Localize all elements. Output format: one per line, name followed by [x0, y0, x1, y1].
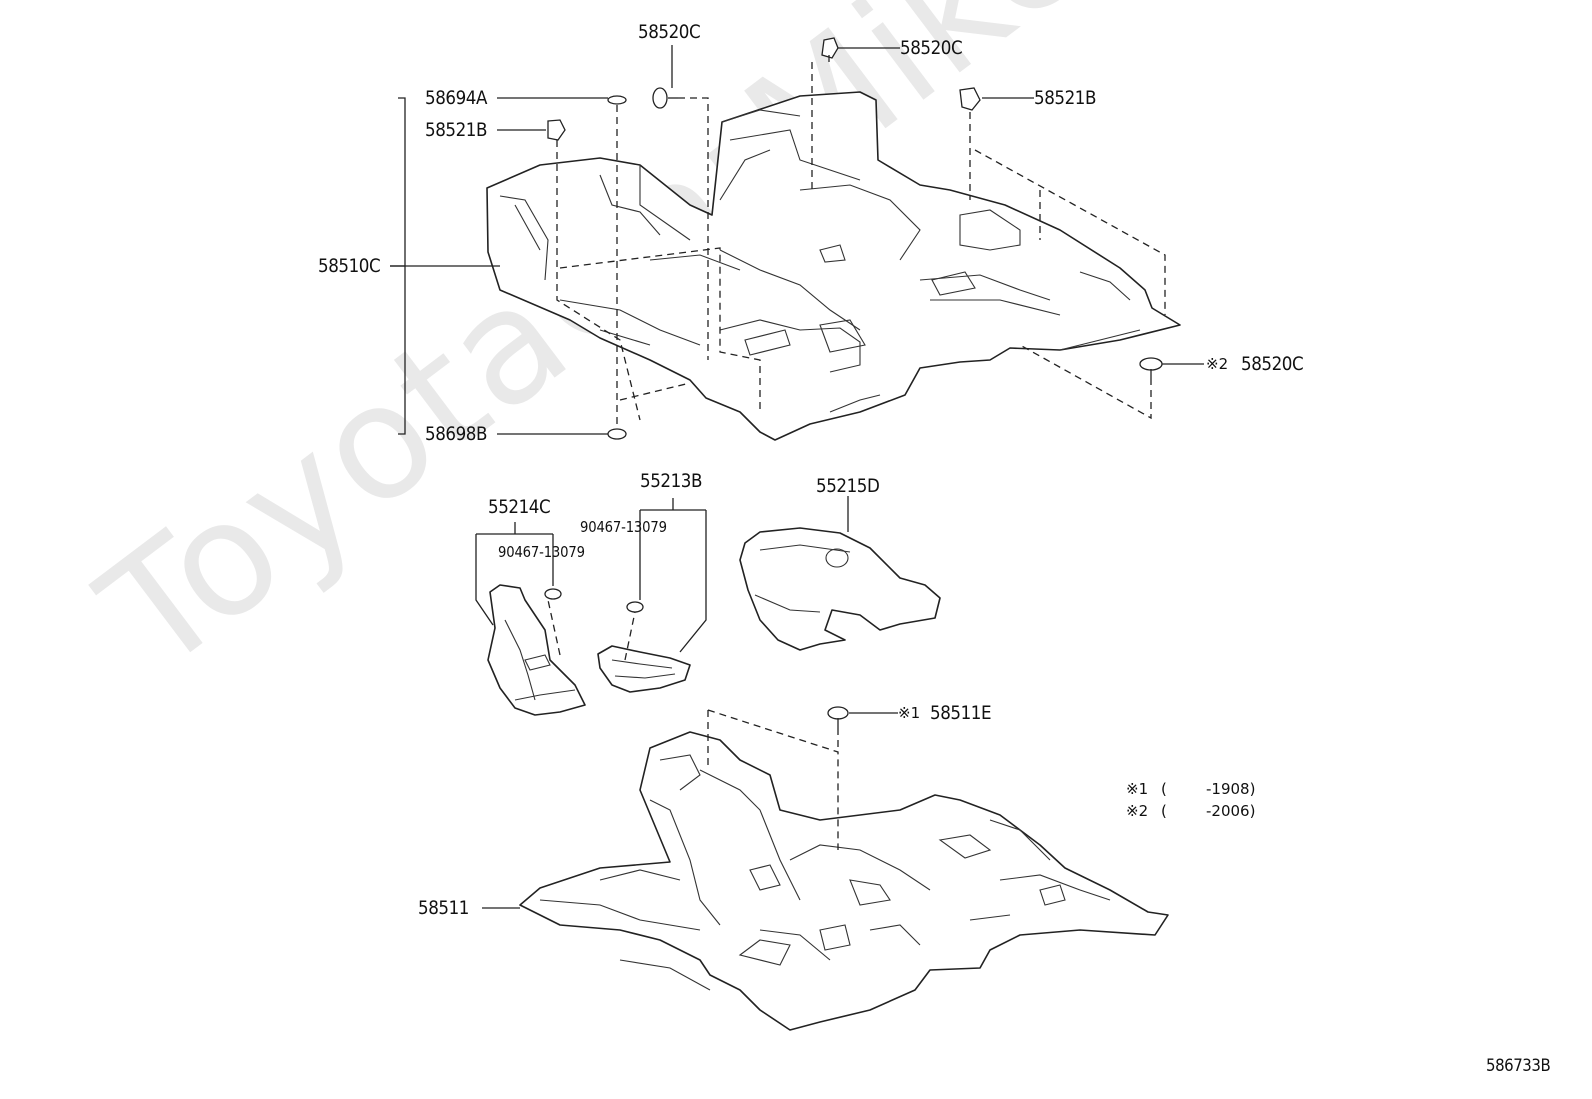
label-58511e: 58511E	[930, 702, 992, 724]
silencer-55213b[interactable]	[597, 645, 691, 693]
note-1-open: (	[1161, 780, 1167, 798]
fastener-58511e[interactable]	[827, 706, 849, 728]
note-2-mark: ※2	[1126, 802, 1149, 820]
label-90467-right: 90467-13079	[580, 518, 667, 536]
fastener-58520c-right[interactable]	[1139, 357, 1163, 378]
label-55213b: 55213B	[640, 470, 703, 492]
silencer-55214c[interactable]	[487, 584, 586, 716]
label-90467-left: 90467-13079	[498, 543, 585, 561]
fastener-58698b[interactable]	[607, 428, 627, 440]
mark-1-58511e: ※1	[898, 704, 921, 722]
label-58510c: 58510C	[318, 255, 381, 277]
label-58520c-mid: 58520C	[638, 21, 701, 43]
label-58520c-top: 58520C	[900, 37, 963, 59]
clip-90467-left[interactable]	[544, 588, 562, 600]
note-2-range: -2006)	[1206, 802, 1256, 820]
carpet-upper[interactable]	[486, 91, 1181, 441]
label-58511: 58511	[418, 897, 469, 919]
silencer-55215d[interactable]	[739, 527, 941, 651]
diagram-id: 586733B	[1486, 1056, 1551, 1076]
label-58520c-right: 58520C	[1241, 353, 1304, 375]
alignment-lines	[547, 62, 1166, 850]
note-2-open: (	[1161, 802, 1167, 820]
note-1-range: -1908)	[1206, 780, 1256, 798]
fastener-58521b-right[interactable]	[959, 87, 981, 111]
label-58698b: 58698B	[425, 423, 488, 445]
fastener-58521b-left[interactable]	[547, 119, 566, 141]
fastener-58520c-top[interactable]	[821, 37, 839, 62]
label-58694a: 58694A	[425, 87, 487, 109]
fastener-58694a[interactable]	[607, 95, 627, 105]
mark-2-58520c: ※2	[1206, 355, 1229, 373]
insulator-lower[interactable]	[519, 731, 1169, 1031]
label-55214c: 55214C	[488, 496, 551, 518]
label-58521b-right: 58521B	[1034, 87, 1097, 109]
label-55215d: 55215D	[816, 475, 880, 497]
leader-lines	[390, 45, 1204, 909]
label-58521b-left: 58521B	[425, 119, 488, 141]
clip-90467-right[interactable]	[626, 601, 644, 613]
note-1-mark: ※1	[1126, 780, 1149, 798]
fastener-58520c-mid[interactable]	[652, 87, 678, 109]
